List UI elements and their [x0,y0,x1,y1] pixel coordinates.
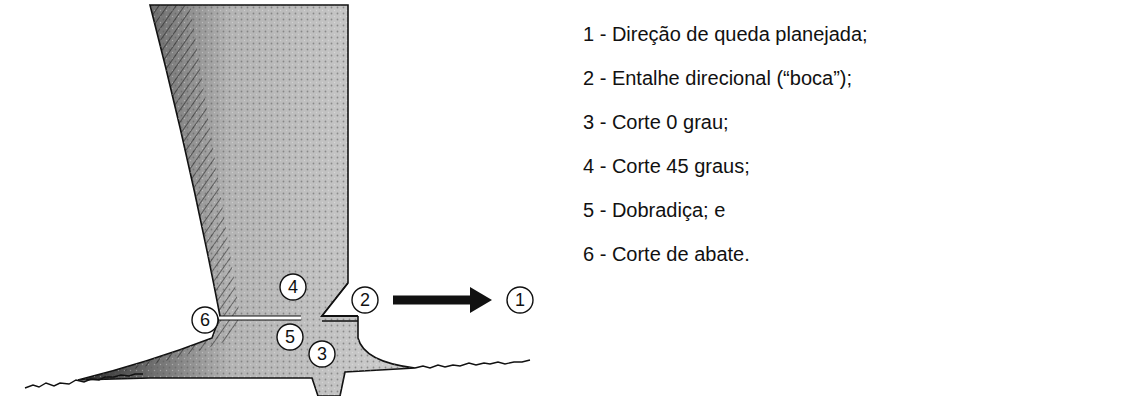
tree-trunk [78,5,415,396]
ground-line [25,374,143,388]
callout-circle: 4 [279,273,307,301]
callout-number: 1 [506,286,534,314]
callout-circle: 1 [506,286,534,314]
felling-cut-lines [219,316,301,320]
callout-number: 6 [191,306,219,334]
legend-line: 1 - Direção de queda planejada; [583,22,868,66]
callout-circle: 3 [308,340,336,368]
ground-line [415,360,530,368]
notch-floor [322,320,358,321]
callout-number: 5 [276,323,304,351]
legend-line: 3 - Corte 0 grau; [583,110,868,154]
legend-line: 4 - Corte 45 graus; [583,154,868,198]
callout-number: 3 [308,340,336,368]
felling-cut [219,316,301,320]
callout-number: 4 [279,273,307,301]
legend-line: 2 - Entalhe direcional (“boca”); [583,66,868,110]
legend-list: 1 - Direção de queda planejada;2 - Ental… [583,22,868,286]
legend-line: 5 - Dobradiça; e [583,198,868,242]
legend-line: 6 - Corte de abate. [583,242,868,286]
callout-circle: 5 [276,323,304,351]
fall-direction-arrow [393,296,470,305]
callout-circle: 6 [191,306,219,334]
callout-circle: 2 [351,286,379,314]
bark-texture [78,5,415,396]
callout-number: 2 [351,286,379,314]
